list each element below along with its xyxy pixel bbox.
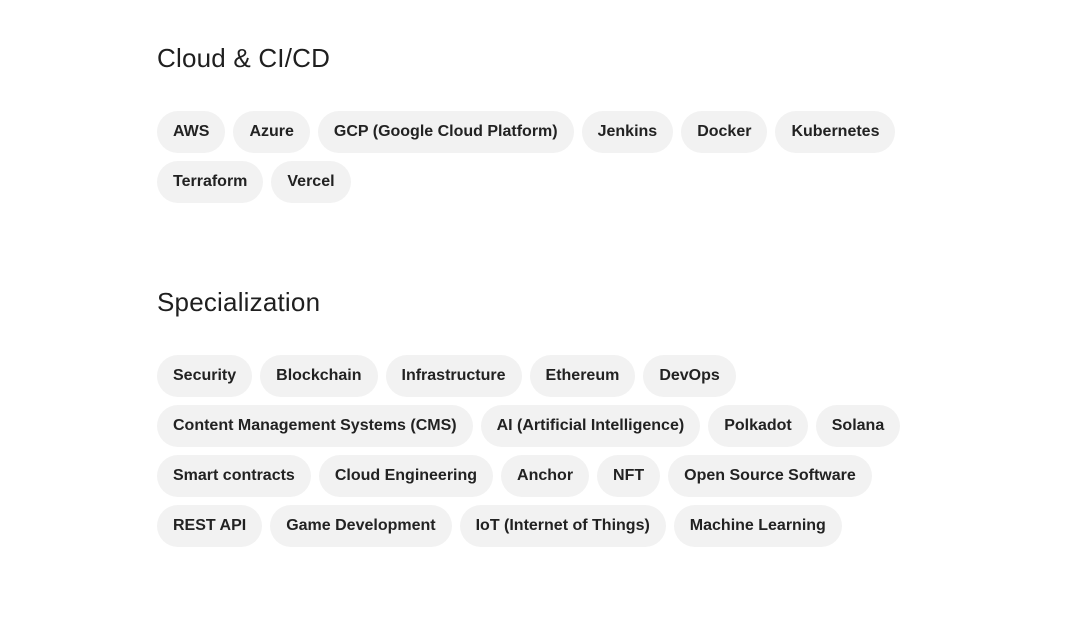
tag-infrastructure[interactable]: Infrastructure [385, 355, 522, 397]
tag-nft[interactable]: NFT [597, 455, 661, 497]
tag-terraform[interactable]: Terraform [157, 161, 264, 203]
cloud-tag-list: AWS Azure GCP (Google Cloud Platform) Je… [157, 111, 917, 203]
tag-cloud-engineering[interactable]: Cloud Engineering [318, 455, 494, 497]
tag-kubernetes[interactable]: Kubernetes [775, 111, 896, 153]
tag-polkadot[interactable]: Polkadot [708, 405, 808, 447]
tag-ai[interactable]: AI (Artificial Intelligence) [480, 405, 701, 447]
cloud-cicd-section: Cloud & CI/CD AWS Azure GCP (Google Clou… [157, 41, 917, 203]
tag-security[interactable]: Security [157, 355, 253, 397]
tag-machine-learning[interactable]: Machine Learning [673, 505, 842, 547]
section-title-cloud-cicd: Cloud & CI/CD [157, 43, 331, 73]
tag-rest-api[interactable]: REST API [157, 505, 263, 547]
tag-devops[interactable]: DevOps [643, 355, 736, 397]
section-title-specialization: Specialization [157, 287, 321, 317]
tag-game-development[interactable]: Game Development [270, 505, 452, 547]
tag-blockchain[interactable]: Blockchain [260, 355, 378, 397]
tag-iot[interactable]: IoT (Internet of Things) [459, 505, 666, 547]
specialization-tag-list: Security Blockchain Infrastructure Ether… [157, 355, 917, 547]
tag-ethereum[interactable]: Ethereum [529, 355, 636, 397]
tag-vercel[interactable]: Vercel [271, 161, 351, 203]
tag-jenkins[interactable]: Jenkins [581, 111, 674, 153]
tag-anchor[interactable]: Anchor [501, 455, 590, 497]
tag-smart-contracts[interactable]: Smart contracts [157, 455, 311, 497]
tag-aws[interactable]: AWS [157, 111, 226, 153]
tag-docker[interactable]: Docker [681, 111, 768, 153]
tag-azure[interactable]: Azure [233, 111, 310, 153]
tag-solana[interactable]: Solana [815, 405, 901, 447]
tag-cms[interactable]: Content Management Systems (CMS) [157, 405, 473, 447]
tag-gcp[interactable]: GCP (Google Cloud Platform) [317, 111, 574, 153]
specialization-section: Specialization Security Blockchain Infra… [157, 285, 917, 547]
tag-open-source-software[interactable]: Open Source Software [668, 455, 872, 497]
